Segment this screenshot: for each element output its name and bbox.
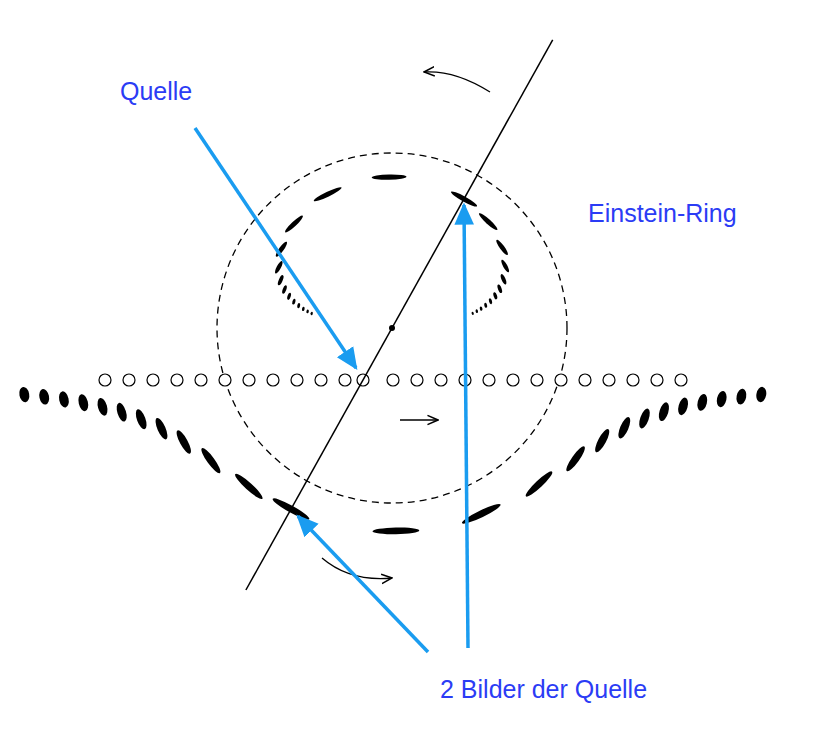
source-image <box>475 309 478 313</box>
source-position <box>171 374 183 386</box>
source-image <box>302 306 305 311</box>
source-image <box>96 397 109 417</box>
leader-line <box>464 205 468 648</box>
source-position <box>651 374 663 386</box>
source-position <box>315 374 327 386</box>
source-image <box>637 407 652 429</box>
annotation-label: Quelle <box>120 78 192 106</box>
source-position <box>555 374 567 386</box>
source-position <box>387 374 399 386</box>
source-image <box>372 527 419 535</box>
source-position <box>627 374 639 386</box>
source-position <box>243 374 255 386</box>
source-image <box>593 427 612 454</box>
source-image <box>277 274 285 286</box>
source-image <box>484 302 488 308</box>
rotation-arrow <box>424 72 490 92</box>
source-image <box>715 390 728 408</box>
source-position <box>435 374 447 386</box>
source-position <box>507 374 519 386</box>
annotation-label: Einstein-Ring <box>588 200 737 228</box>
source-image <box>616 416 633 440</box>
source-image <box>488 298 493 305</box>
source-position <box>99 374 111 386</box>
source-image <box>134 408 149 431</box>
source-image <box>281 285 287 294</box>
source-image <box>755 386 767 403</box>
source-image <box>495 239 510 257</box>
lens-source-line <box>246 40 553 590</box>
source-image <box>696 393 709 412</box>
source-image <box>497 284 503 294</box>
motion-arrow <box>400 419 438 420</box>
source-image <box>313 185 343 203</box>
source-image <box>657 401 671 422</box>
lens-dot <box>389 325 395 331</box>
source-position <box>531 374 543 386</box>
source-image <box>284 214 305 234</box>
source-image <box>292 298 296 305</box>
source-image <box>153 416 170 440</box>
source-image <box>199 446 223 475</box>
image-track <box>18 174 767 535</box>
source-image <box>58 390 71 408</box>
source-image <box>297 303 301 309</box>
source-position <box>339 374 351 386</box>
source-position <box>603 374 615 386</box>
leader-line <box>298 516 428 652</box>
source-position <box>219 374 231 386</box>
source-position <box>411 374 423 386</box>
source-position <box>579 374 591 386</box>
source-image <box>233 471 265 501</box>
source-position <box>267 374 279 386</box>
source-position <box>147 374 159 386</box>
annotation-label: 2 Bilder der Quelle <box>440 676 647 704</box>
source-image <box>115 402 129 423</box>
source-image <box>310 312 313 316</box>
source-image <box>479 306 482 311</box>
source-image <box>174 429 193 456</box>
source-image <box>38 388 50 405</box>
source-position <box>483 374 495 386</box>
source-image <box>500 259 511 273</box>
source-image <box>477 212 498 232</box>
source-position <box>123 374 135 386</box>
source-position <box>675 374 687 386</box>
source-image <box>735 388 747 405</box>
source-image <box>286 292 291 300</box>
source-image <box>676 397 689 417</box>
source-image <box>564 444 588 473</box>
source-image <box>77 393 90 412</box>
source-image <box>493 292 498 300</box>
source-image <box>18 386 30 403</box>
source-track <box>99 374 687 386</box>
source-position <box>291 374 303 386</box>
source-image <box>471 312 474 316</box>
source-position <box>195 374 207 386</box>
source-image <box>372 174 407 180</box>
source-image <box>523 469 554 499</box>
source-image <box>499 273 507 285</box>
einstein-ring-circle <box>217 153 567 503</box>
leader-line <box>195 128 356 368</box>
source-image <box>274 260 284 274</box>
source-image <box>306 309 309 313</box>
